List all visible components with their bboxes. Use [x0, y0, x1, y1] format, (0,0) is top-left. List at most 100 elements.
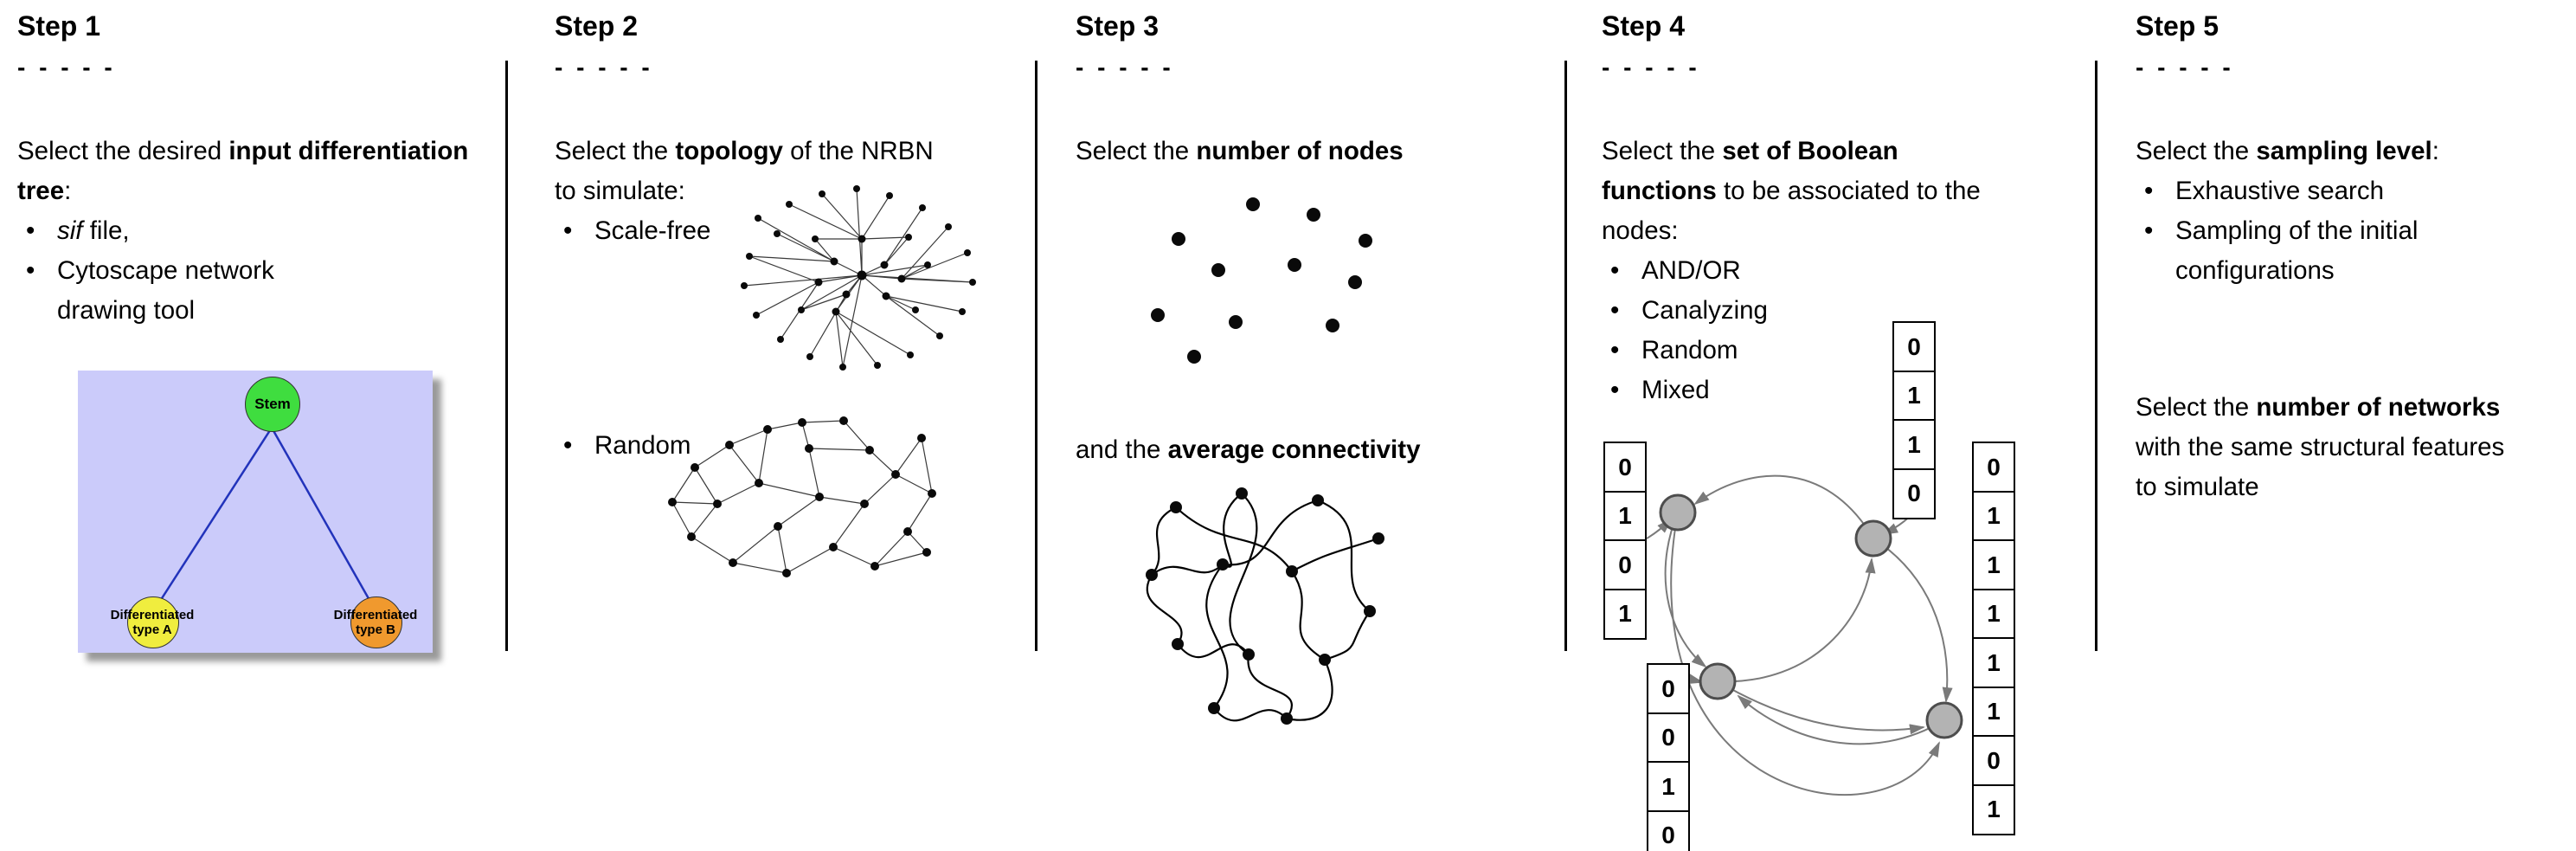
type-a-label-line2: type A: [132, 622, 172, 637]
differentiated-type-a-node: [127, 596, 179, 648]
step-3-line1: Select the number of nodes: [1076, 132, 1547, 171]
text-segment-bold: sampling level: [2256, 137, 2432, 165]
step-2-dashes: - - - - -: [555, 54, 653, 81]
step-2-title: Step 2: [555, 10, 639, 42]
bullet-text: Exhaustive search: [2175, 177, 2385, 205]
text-segment-bold: input differentiation tree: [17, 137, 469, 205]
nodes-dots-figure: [1151, 197, 1372, 364]
boolean-node: [1854, 519, 1892, 558]
step-3-line2: and the average connectivity: [1076, 430, 1547, 470]
table-cell: 1: [1647, 761, 1690, 812]
boolean-network-graph: [1646, 474, 1963, 796]
type-b-label-line2: type B: [356, 622, 395, 637]
step-5-bullets: Exhaustive search Sampling of the initia…: [2136, 171, 2508, 291]
tree-edges: [154, 427, 376, 609]
table-cell: 0: [1972, 735, 2015, 786]
boolean-function-table-bottom: 0 0 1 0: [1647, 663, 1690, 851]
type-a-label: Differentiated type A: [87, 608, 217, 637]
bullet-item-sampling: Sampling of the initial configurations: [2136, 211, 2508, 291]
bullet-item-mixed: Mixed: [1602, 371, 1768, 410]
step-2-bullet-random: Random: [555, 426, 691, 466]
step-2-intro: Select the topology of the NRBN to simul…: [555, 132, 935, 211]
column-divider-2: [1035, 61, 1037, 651]
step-4-intro: Select the set of Boolean functions to b…: [1602, 132, 1987, 251]
step-4-bullets: AND/OR Canalyzing Random Mixed: [1602, 251, 1768, 410]
column-divider-1: [505, 61, 508, 651]
random-edges: [671, 420, 933, 574]
step-5-dashes: - - - - -: [2136, 54, 2234, 81]
bullet-item-exhaustive: Exhaustive search: [2136, 171, 2508, 211]
column-divider-4: [2095, 61, 2097, 651]
table-cell: 1: [1972, 783, 2015, 835]
bullet-item-cytoscape: Cytoscape network drawing tool: [17, 251, 299, 331]
stem-node: Stem: [245, 377, 300, 432]
step-4-title: Step 4: [1602, 10, 1686, 42]
step-3-title: Step 3: [1076, 10, 1160, 42]
bullet-text: Mixed: [1641, 376, 1710, 404]
step-2-bullet-scale-free: Scale-free: [555, 211, 710, 251]
type-b-label-line1: Differentiated: [333, 608, 418, 622]
step-3-dashes: - - - - -: [1076, 54, 1174, 81]
boolean-node: [1699, 662, 1737, 700]
bullet-item-scale-free: Scale-free: [555, 211, 710, 251]
type-b-label: Differentiated type B: [311, 608, 440, 637]
table-cell: 1: [1972, 637, 2015, 688]
step-5-column: Step 5 - - - - - Select the sampling lev…: [2136, 0, 2576, 851]
scale-free-edges: [743, 188, 973, 368]
table-cell: 1: [1603, 490, 1647, 542]
step-4-column: Step 4 - - - - - Select the set of Boole…: [1602, 0, 2086, 851]
differentiated-type-b-node: [350, 596, 402, 648]
table-cell: 1: [1972, 588, 2015, 640]
boolean-node: [1925, 701, 1963, 739]
table-cell: 0: [1892, 467, 1936, 519]
bullet-item-random-functions: Random: [1602, 331, 1768, 371]
text-segment: of the NRBN to simulate:: [555, 137, 934, 205]
table-cell: 0: [1647, 809, 1690, 851]
random-nodes: [668, 416, 936, 577]
bullet-item-canalyzing: Canalyzing: [1602, 291, 1768, 331]
text-segment: with the same structural features to sim…: [2136, 433, 2505, 501]
table-cell: 1: [1603, 588, 1647, 640]
step-4-dashes: - - - - -: [1602, 54, 1700, 81]
text-segment: Select the desired: [17, 137, 229, 165]
table-cell: 0: [1603, 442, 1647, 493]
step-5-intro: Select the sampling level:: [2136, 132, 2551, 171]
random-network-figure: [668, 416, 936, 577]
step-1-dashes: - - - - -: [17, 54, 116, 81]
bullet-text: file,: [82, 216, 130, 245]
boolean-node: [1659, 493, 1697, 532]
bullet-text: Random: [1641, 336, 1738, 364]
text-segment: :: [64, 177, 72, 205]
boolean-network-figure: 0 1 1 0 0 1 0 1 0 1 1 1 1 1 0 1: [1602, 312, 2034, 851]
tangle-nodes: [1146, 487, 1384, 725]
step-2-column: Step 2 - - - - - Select the topology of …: [555, 0, 1026, 851]
connectivity-tangle-figure: [1146, 487, 1384, 725]
text-segment: Select the: [1602, 137, 1723, 165]
text-segment: Select the: [1076, 137, 1197, 165]
table-cell: 1: [1972, 539, 2015, 590]
text-segment: Select the: [2136, 137, 2257, 165]
bullet-text: Sampling of the initial configurations: [2175, 216, 2419, 285]
scale-free-network-figure: [741, 185, 976, 371]
text-segment: Select the: [2136, 393, 2257, 422]
text-segment-bold: number of nodes: [1196, 137, 1404, 165]
table-cell: 0: [1972, 442, 2015, 493]
scale-free-nodes: [741, 185, 976, 371]
text-segment: :: [2431, 137, 2439, 165]
type-a-label-line1: Differentiated: [110, 608, 195, 622]
text-segment-bold: number of networks: [2256, 393, 2501, 422]
bullet-text: AND/OR: [1641, 256, 1741, 285]
scattered-nodes: [1151, 197, 1372, 364]
bullet-text: Random: [594, 431, 691, 460]
bullet-item-random: Random: [555, 426, 691, 466]
step-5-second: Select the number of networks with the s…: [2136, 388, 2509, 507]
table-cell: 1: [1972, 490, 2015, 542]
bullet-text-italic: sif: [57, 216, 83, 245]
differentiation-tree-figure: Stem Differentiated type A Differentiate…: [78, 371, 433, 653]
text-segment-bold: average connectivity: [1167, 435, 1421, 464]
boolean-function-table-left: 0 1 0 1: [1603, 442, 1647, 640]
boolean-function-table-right: 0 1 1 1 1 1 0 1: [1972, 442, 2015, 835]
table-cell: 0: [1603, 539, 1647, 590]
bullet-item-sif-file: sif file,: [17, 211, 489, 251]
